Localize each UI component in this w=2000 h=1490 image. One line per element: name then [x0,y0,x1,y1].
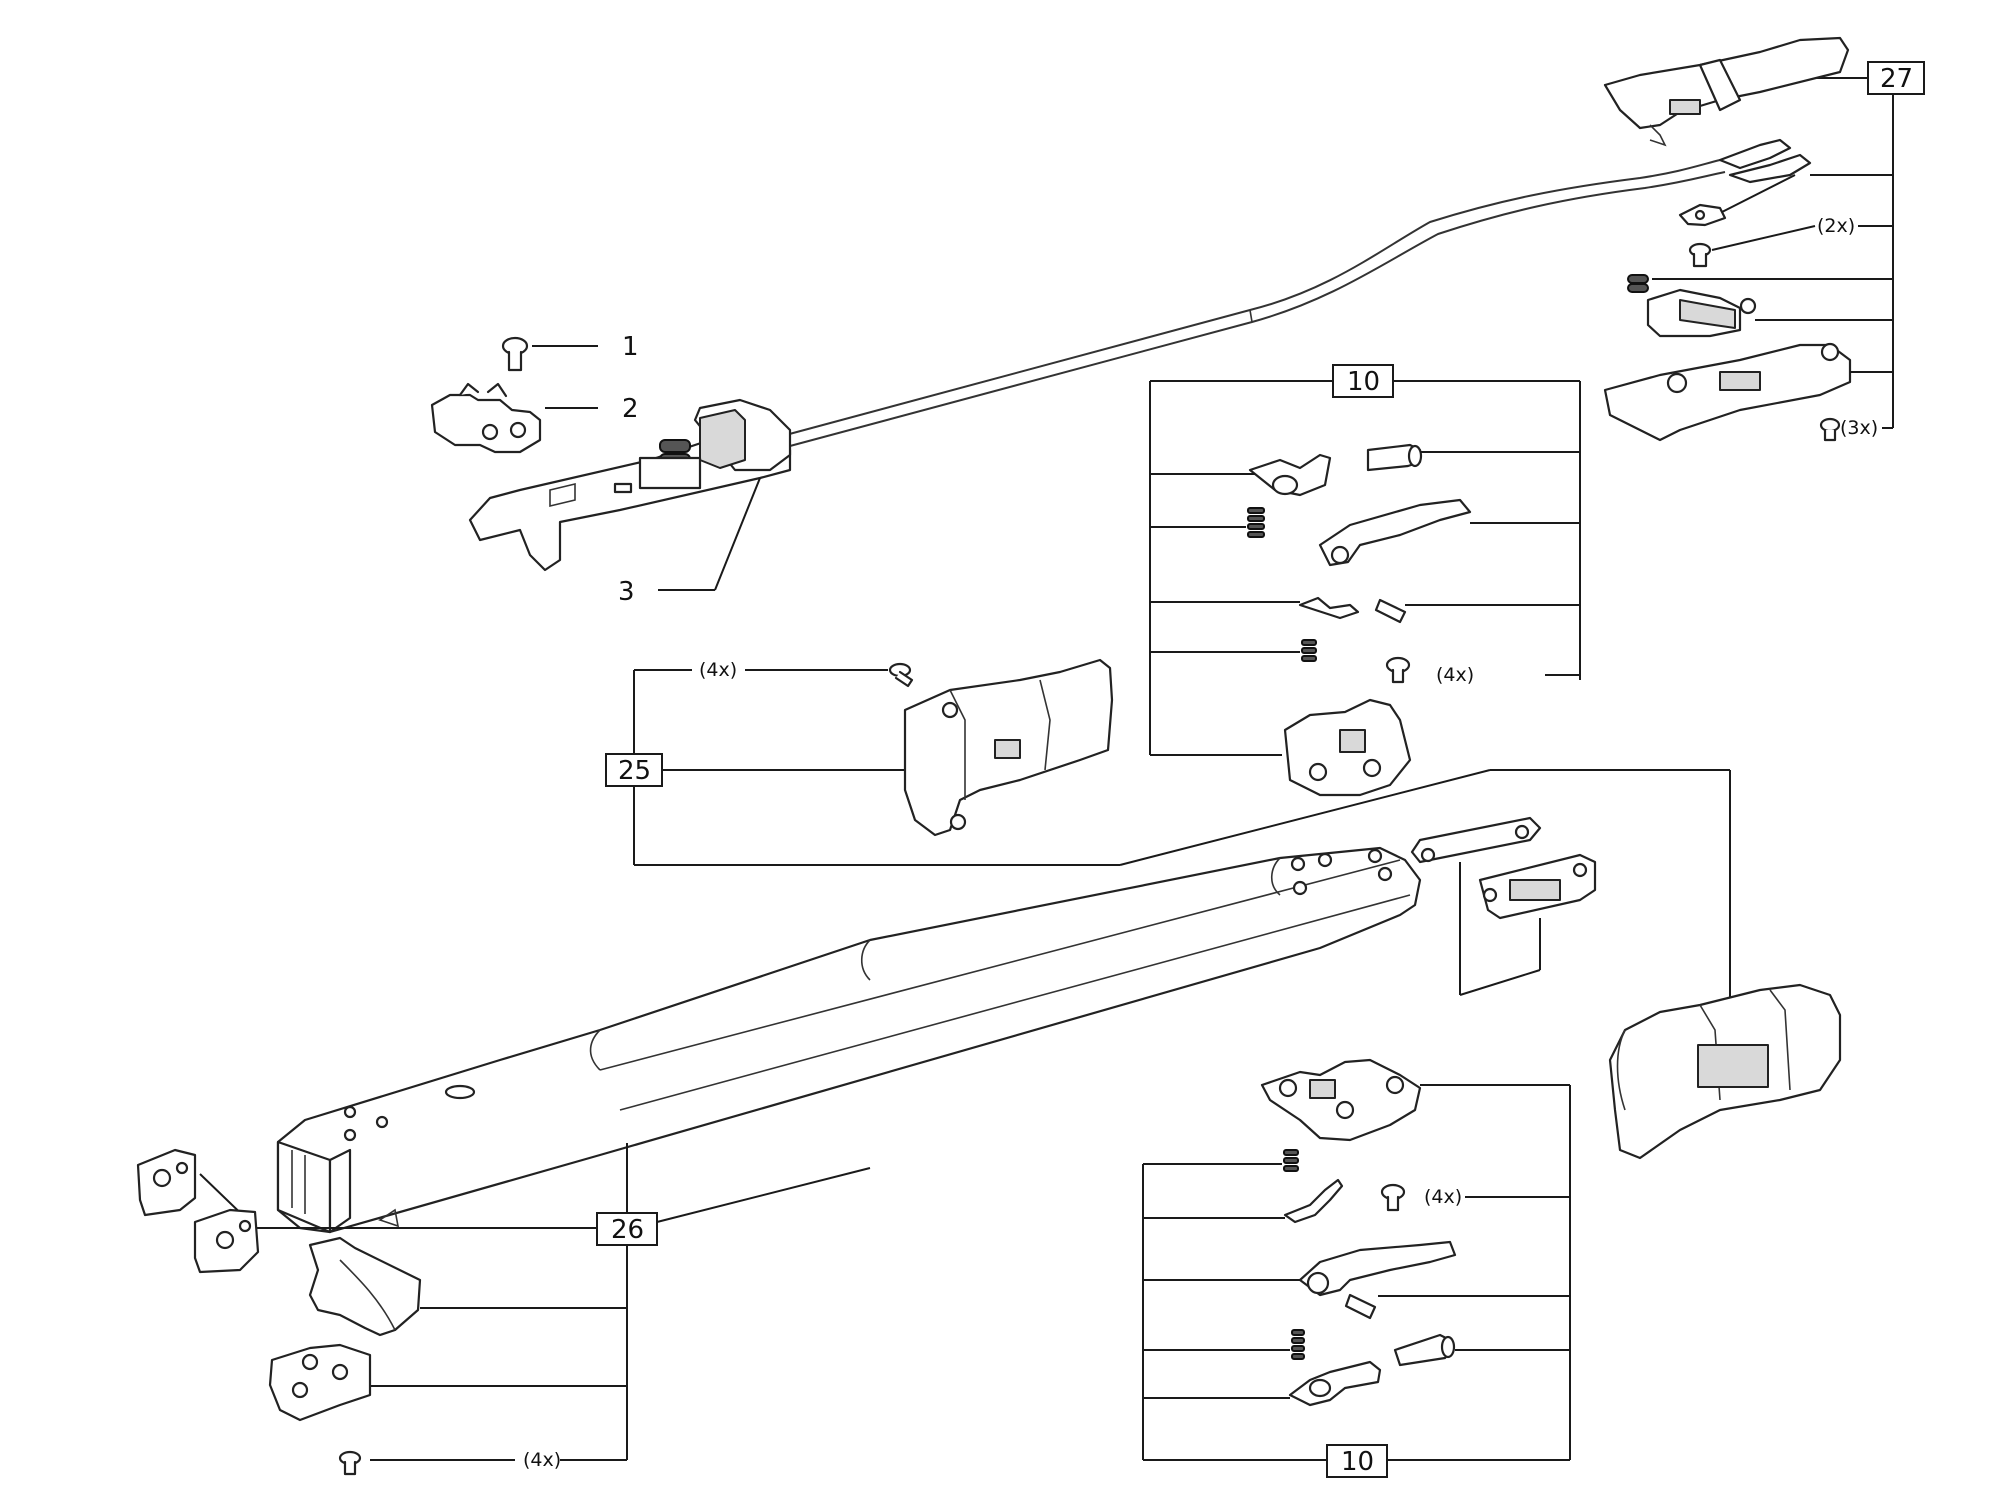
part-27-screw-3x [1819,417,1894,442]
part-10b-pin [1393,1333,1570,1367]
part-26-base-plate [268,1343,372,1422]
part-10b-housing [1260,1058,1422,1142]
callout-box-10-bottom [1326,1444,1388,1478]
callout-3: 3 [618,577,635,607]
part-27-base-plate [1603,342,1893,442]
part-1-screw [501,336,598,372]
part-10t-dowel [1374,598,1580,624]
part-2-bracket [430,382,598,454]
callout-1: 1 [622,332,639,362]
part-10b-screw-4x [1380,1183,1570,1212]
part-10t-handle [1318,498,1580,567]
part-bracket-plate-b [1478,853,1597,920]
callout-26: 26 [611,1215,644,1245]
qty-10-bottom-4x: (4x) [1424,1186,1462,1208]
callout-box-25 [605,753,663,787]
qty-26-4x: (4x) [523,1449,561,1471]
part-25-screw [888,662,914,688]
part-27-clip [1678,174,1796,227]
part-10t-housing [1283,698,1412,797]
callout-27: 27 [1880,64,1913,94]
part-3-carriage [468,398,792,591]
part-bracket-plate-a [1410,816,1542,864]
main-tube [276,846,1422,1234]
part-10b-lever [1143,1360,1382,1407]
qty-10-top-4x: (4x) [1436,664,1474,686]
part-10t-screw-4x [1385,656,1580,684]
part-arm-cover [1608,983,1842,1160]
cable [781,159,1726,447]
part-10b-spring-2 [1143,1329,1305,1360]
part-10t-spring [1150,507,1265,538]
callout-10-top: 10 [1347,367,1380,397]
part-25-housing [903,658,1114,837]
part-26-saddle [308,1236,422,1337]
part-10t-spring-small [1150,639,1317,662]
part-10b-spring-clip [1143,1178,1344,1224]
part-27-cover [1603,36,1850,147]
qty-25-4x: (4x) [699,659,737,681]
callout-10-bottom: 10 [1341,1447,1374,1477]
qty-27-2x: (2x) [1817,215,1855,237]
part-26-screw-4x [338,1450,362,1476]
part-10t-spring-clip [1150,596,1360,620]
part-27-terminal-block [1646,288,1893,338]
part-10t-pin [1366,443,1580,472]
callout-2: 2 [622,394,639,424]
part-27-spring [1627,274,1893,293]
part-26-end-plate-a [136,1148,197,1217]
part-10b-handle [1143,1240,1457,1297]
qty-27-3x: (3x) [1840,417,1878,439]
part-26-end-plate-b [193,1208,260,1274]
part-10t-lever-arm [1150,453,1332,497]
part-27-screw-2x [1688,225,1893,268]
part-10b-spring [1143,1149,1299,1172]
part-27-terminal-lugs [1718,138,1893,184]
part-10b-dowel [1344,1293,1570,1320]
callout-25: 25 [618,756,651,786]
